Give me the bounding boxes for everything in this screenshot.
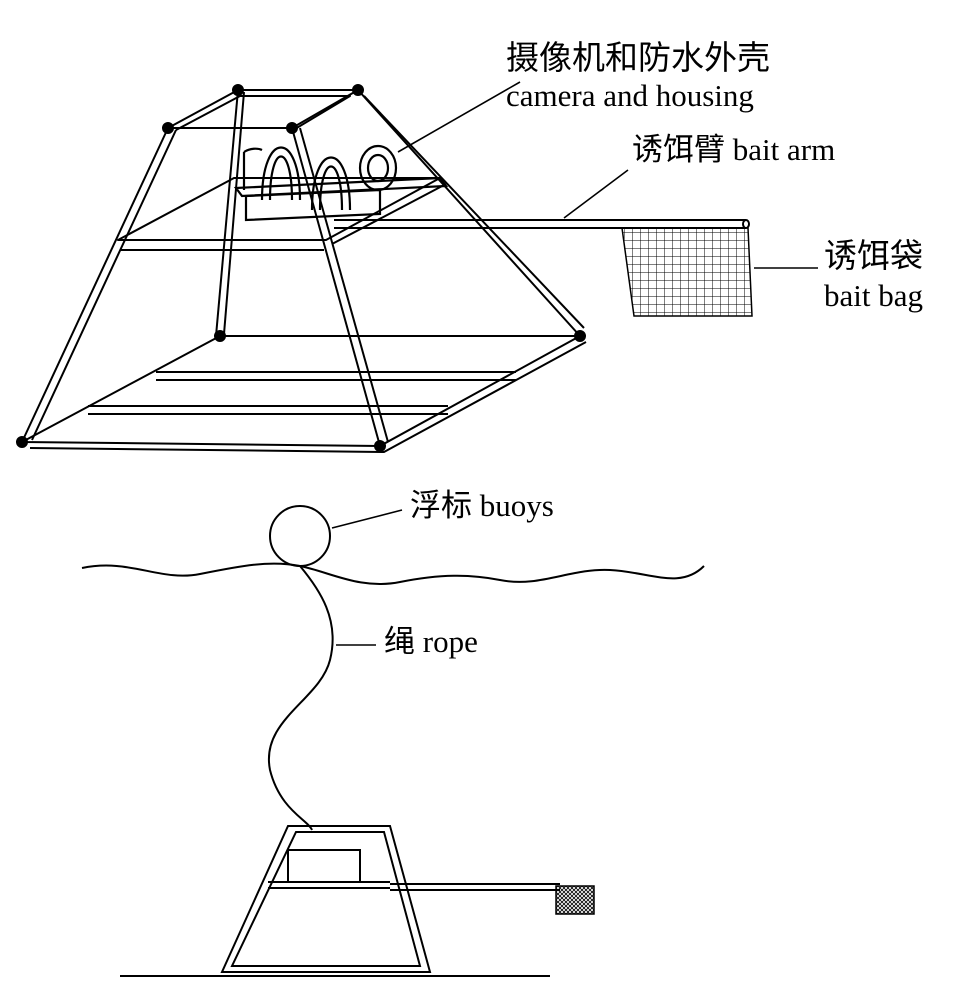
frame-right-leg bbox=[291, 127, 389, 447]
buoys-label: 浮标 buoys bbox=[410, 488, 554, 523]
small-frame bbox=[220, 825, 560, 973]
buoy-leader-line bbox=[331, 509, 403, 529]
buoy bbox=[269, 505, 331, 567]
frame-left-leg bbox=[21, 127, 177, 443]
rope-label: 绳 rope bbox=[384, 624, 478, 659]
rope bbox=[267, 565, 334, 831]
frame-joints bbox=[16, 84, 586, 452]
bait-arm-label: 诱饵臂 bait arm bbox=[632, 132, 836, 167]
frame-back-left-leg bbox=[215, 89, 245, 337]
bait-bag-label-zh: 诱饵袋 bbox=[824, 239, 923, 275]
bait-arm bbox=[334, 219, 750, 229]
camera-housing bbox=[233, 144, 449, 222]
bait-bag-label-en: bait bag bbox=[824, 278, 923, 313]
top-leader-lines bbox=[397, 81, 818, 269]
water-surface bbox=[81, 562, 705, 586]
frame-back-right-leg bbox=[357, 89, 585, 337]
frame-top-ring bbox=[167, 89, 359, 133]
bait-bag bbox=[621, 227, 753, 317]
bruv-frame bbox=[16, 84, 587, 453]
camera-label-zh: 摄像机和防水外壳 bbox=[506, 41, 770, 77]
small-bait-bag bbox=[555, 885, 595, 915]
camera-label-en: camera and housing bbox=[506, 78, 754, 113]
frame-base bbox=[21, 335, 587, 453]
